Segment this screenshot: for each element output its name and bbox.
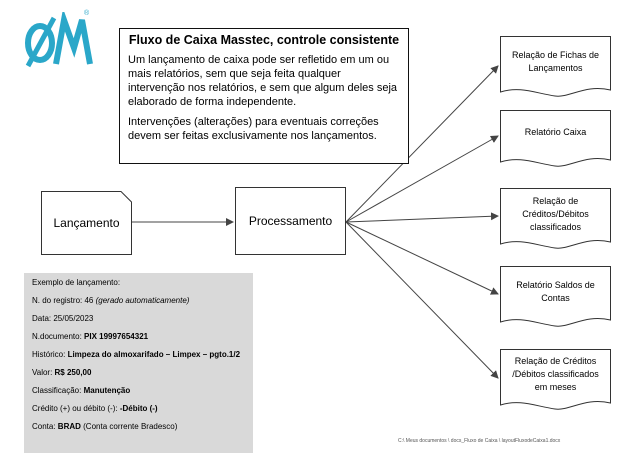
report-caixa: Relatório Caixa xyxy=(500,110,611,174)
historico-label: Histórico: xyxy=(32,350,68,359)
example-historico: Histórico: Limpeza do almoxarifado – Lim… xyxy=(32,350,245,360)
report-label: Relatório Saldos de Contas xyxy=(516,280,595,303)
example-data: Data: 25/05/2023 xyxy=(32,314,245,324)
example-panel: Exemplo de lançamento: N. do registro: 4… xyxy=(24,273,253,453)
example-credito-debito: Crédito (+) ou débito (-): -Débito (-) xyxy=(32,404,245,414)
arrow-to-report-2 xyxy=(345,135,499,223)
example-classificacao: Classificação: Manutenção xyxy=(32,386,245,396)
credito-label: Crédito (+) ou débito (-): xyxy=(32,404,120,413)
report-label: Relatório Caixa xyxy=(524,126,587,137)
credito-value: -Débito (-) xyxy=(119,404,158,413)
data-label: Data: xyxy=(32,314,54,323)
conta-note: (Conta corrente Bradesco) xyxy=(83,422,178,431)
report-saldos-contas: Relatório Saldos de Contas xyxy=(500,266,611,330)
logo-mark xyxy=(25,8,93,68)
arrow-to-report-1 xyxy=(345,65,499,223)
valor-label: Valor: xyxy=(32,368,55,377)
classificacao-label: Classificação: xyxy=(32,386,84,395)
documento-value: PIX 19997654321 xyxy=(84,332,149,341)
registered-mark: ® xyxy=(84,10,90,17)
conta-label: Conta: xyxy=(32,422,58,431)
registro-label: N. do registro: xyxy=(32,296,85,305)
lancamento-node: Lançamento xyxy=(53,216,120,230)
processamento-node: Processamento xyxy=(235,187,346,255)
conta-value: BRAD xyxy=(57,422,81,431)
registro-note: (gerado automaticamente) xyxy=(95,296,190,305)
report-label: Relação de Fichas de Lançamentos xyxy=(511,50,600,73)
arrow-to-report-4 xyxy=(345,221,499,295)
file-path: C:\ Meus documentos \ docs_Fluxo de Caix… xyxy=(398,438,561,444)
description-paragraph-1: Um lançamento de caixa pode ser refletid… xyxy=(128,54,398,108)
data-value: 25/05/2023 xyxy=(53,314,94,323)
registro-value: 46 xyxy=(84,296,94,305)
example-conta: Conta: BRAD (Conta corrente Bradesco) xyxy=(32,422,245,432)
description-paragraph-2: Intervenções (alterações) para eventuais… xyxy=(128,116,379,142)
diagram-title: Fluxo de Caixa Masstec, controle consist… xyxy=(128,33,400,47)
report-label: Relação de Créditos/Débitos classificado… xyxy=(522,195,589,232)
documento-label: N.documento: xyxy=(32,332,85,341)
arrow-to-report-5 xyxy=(345,221,499,379)
lancamento-card-shape xyxy=(41,191,132,255)
report-creditos-debitos-meses: Relação de Créditos /Débitos classificad… xyxy=(500,348,611,414)
historico-value: Limpeza do almoxarifado – Limpex – pgto.… xyxy=(67,350,241,359)
description-box: Fluxo de Caixa Masstec, controle consist… xyxy=(119,28,409,164)
report-label: Relação de Créditos /Débitos classificad… xyxy=(512,355,599,392)
classificacao-value: Manutenção xyxy=(83,386,131,395)
report-fichas-lancamentos: Relação de Fichas de Lançamentos xyxy=(500,36,611,100)
valor-value: R$ 250,00 xyxy=(54,368,92,377)
masstec-logo: ® xyxy=(22,8,94,70)
arrow-to-report-3 xyxy=(345,212,499,223)
example-valor: Valor: R$ 250,00 xyxy=(32,368,245,378)
example-documento: N.documento: PIX 19997654321 xyxy=(32,332,245,342)
report-creditos-debitos: Relação de Créditos/Débitos classificado… xyxy=(500,188,611,252)
example-heading: Exemplo de lançamento: xyxy=(32,278,121,287)
example-registro: N. do registro: 46 (gerado automaticamen… xyxy=(32,296,245,306)
